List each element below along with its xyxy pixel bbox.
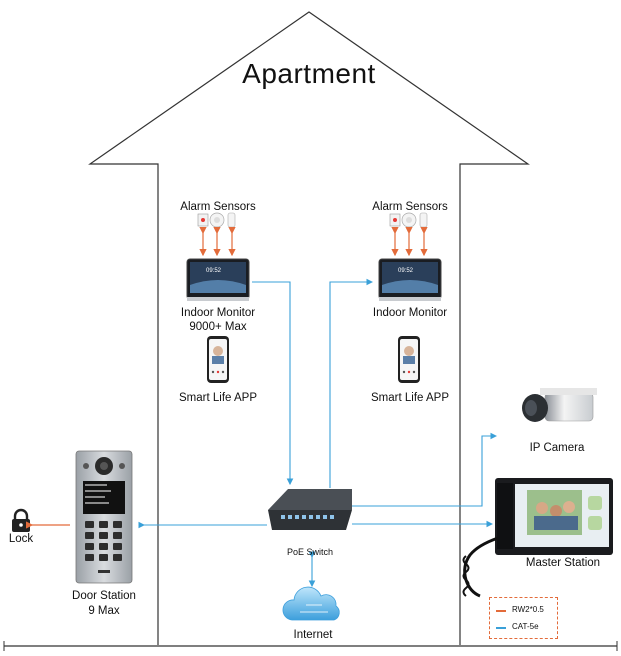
alarm-sensors-label-right: Alarm Sensors [372,201,448,213]
indoor-monitor-label-right: Indoor Monitor [372,307,448,319]
internet-label: Internet [293,629,333,641]
legend-label-rw: RW2*0.5 [512,605,544,614]
smartphone-icon [207,336,229,383]
house-outline [88,11,530,645]
indoor-monitor-model-left: 9000+ Max [189,321,247,333]
legend-swatch-cat [496,627,506,629]
cloud-icon [282,586,340,621]
indoor-monitor-label-left: Indoor Monitor [180,307,256,319]
poe-switch-label: PoE Switch [286,547,334,557]
alarm-sensor-icons-right [389,212,428,228]
alarm-sensor-icons [197,212,236,228]
poe-switch-icon [268,489,352,530]
ip-camera-label: IP Camera [529,442,585,454]
legend: RW2*0.5 CAT-5e [489,597,558,639]
indoor-monitor-icon: 09:52 [186,258,250,301]
smart-life-label-left: Smart Life APP [179,392,257,404]
lock-label: Lock [8,533,34,545]
legend-swatch-rw [496,610,506,612]
network-wires [138,278,498,588]
sensor-wires-right [391,227,428,257]
door-station-label: Door Station [72,590,136,602]
monitor-clock-left: 09:52 [206,268,222,274]
monitor-clock-right: 09:52 [398,268,414,274]
smart-life-label-right: Smart Life APP [371,392,449,404]
door-station-icon [75,450,133,584]
smartphone-icon-right [398,336,420,383]
page-title: Apartment [242,58,376,89]
legend-label-cat: CAT-5e [512,622,539,631]
master-station-icon [462,478,613,598]
ip-camera-icon [522,388,597,422]
sensor-wires-left [199,227,236,257]
alarm-sensors-label-left: Alarm Sensors [180,201,256,213]
door-station-model: 9 Max [88,605,120,617]
master-station-label: Master Station [525,557,601,569]
indoor-monitor-icon-right: 09:52 [378,258,442,301]
lock-icon [12,508,30,532]
